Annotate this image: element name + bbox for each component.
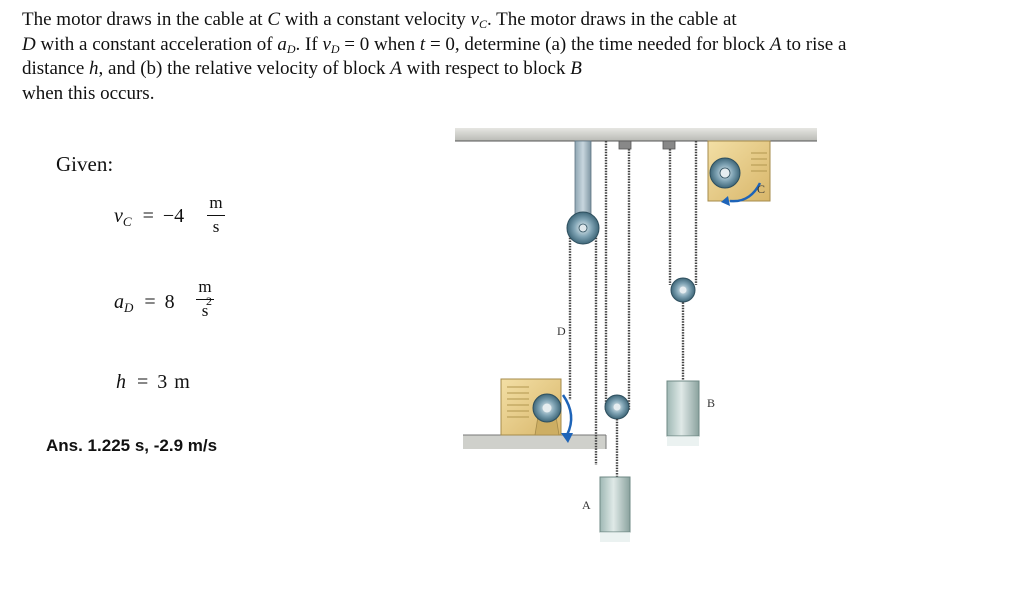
- answer-text: Ans. 1.225 s, -2.9 m/s: [46, 436, 218, 455]
- problem-statement: The motor draws in the cable at C with a…: [22, 9, 847, 104]
- given-ad-equation: aD = 8: [114, 291, 175, 315]
- label-d: D: [557, 324, 566, 338]
- label-a: A: [582, 498, 591, 512]
- label-b: B: [707, 396, 715, 410]
- pulley-system-figure: A B C D: [455, 128, 817, 542]
- ceiling: [455, 128, 817, 141]
- ceiling-hooks: [618, 140, 676, 150]
- given-h-equation: h = 3 m: [116, 371, 190, 393]
- given-vc-equation: vC = −4: [114, 205, 185, 229]
- motor-d-arrow: [561, 394, 573, 436]
- block-a: [599, 476, 631, 533]
- floor-ledge: [463, 435, 606, 449]
- motor-c-arrow: [729, 182, 762, 203]
- given-label: Given:: [56, 152, 114, 176]
- block-b: [666, 380, 700, 437]
- label-c: C: [757, 182, 765, 196]
